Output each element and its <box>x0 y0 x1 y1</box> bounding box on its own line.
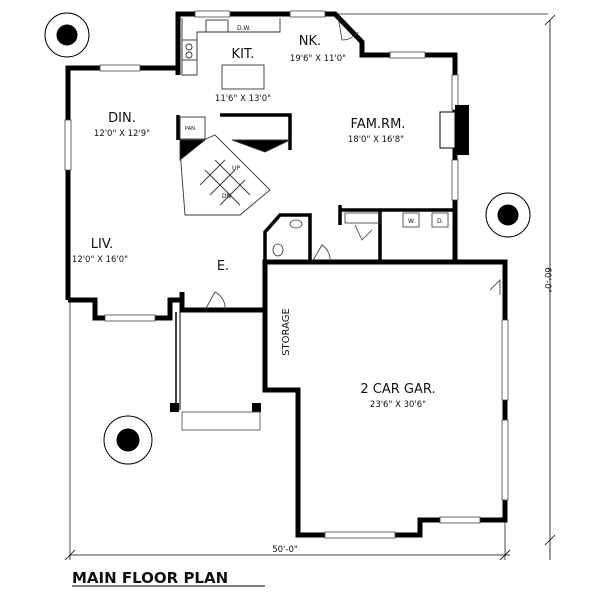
nook-size: 19'6" X 11'0" <box>290 54 346 64</box>
fireplace <box>439 105 469 155</box>
tree-icon <box>44 12 531 465</box>
garage-size: 23'6" X 30'6" <box>370 400 426 410</box>
pantry-label: PAN. <box>185 126 197 132</box>
family-room-name: FAM.RM. <box>351 117 406 132</box>
dryer-label: D. <box>437 218 444 225</box>
living-size: 12'0" X 16'0" <box>72 255 128 265</box>
kitchen-counters <box>181 18 281 90</box>
dining-name: DIN. <box>108 111 136 126</box>
interior-walls <box>176 113 455 262</box>
windows <box>64 10 509 539</box>
storage-name: STORAGE <box>281 308 292 356</box>
dining-size: 12'0" X 12'9" <box>94 129 150 139</box>
garage-name: 2 CAR GAR. <box>360 382 435 397</box>
staircase <box>179 116 291 216</box>
laundry <box>344 212 449 228</box>
powder-room-fixtures <box>272 219 303 257</box>
depth-dimension: 60'-0" <box>542 267 552 293</box>
stair-down-label: DN <box>222 193 231 200</box>
kitchen-name: KIT. <box>232 47 255 62</box>
porch <box>170 312 261 431</box>
living-name: LIV. <box>91 237 113 252</box>
kitchen-size: 11'6" X 13'0" <box>215 94 271 104</box>
family-room-size: 18'0" X 16'8" <box>348 135 404 145</box>
exterior-walls <box>65 11 508 538</box>
dimension-lines <box>64 14 556 561</box>
site-lines <box>69 13 548 560</box>
washer-label: W. <box>408 218 415 225</box>
plan-title: MAIN FLOOR PLAN <box>72 569 228 587</box>
entry-name: E. <box>217 259 229 274</box>
stair-up-label: UP <box>232 165 240 172</box>
width-dimension: 50'-0" <box>272 545 298 555</box>
doors <box>204 15 501 311</box>
dishwasher-label: D.W. <box>237 25 251 32</box>
nook-name: NK. <box>299 34 321 49</box>
